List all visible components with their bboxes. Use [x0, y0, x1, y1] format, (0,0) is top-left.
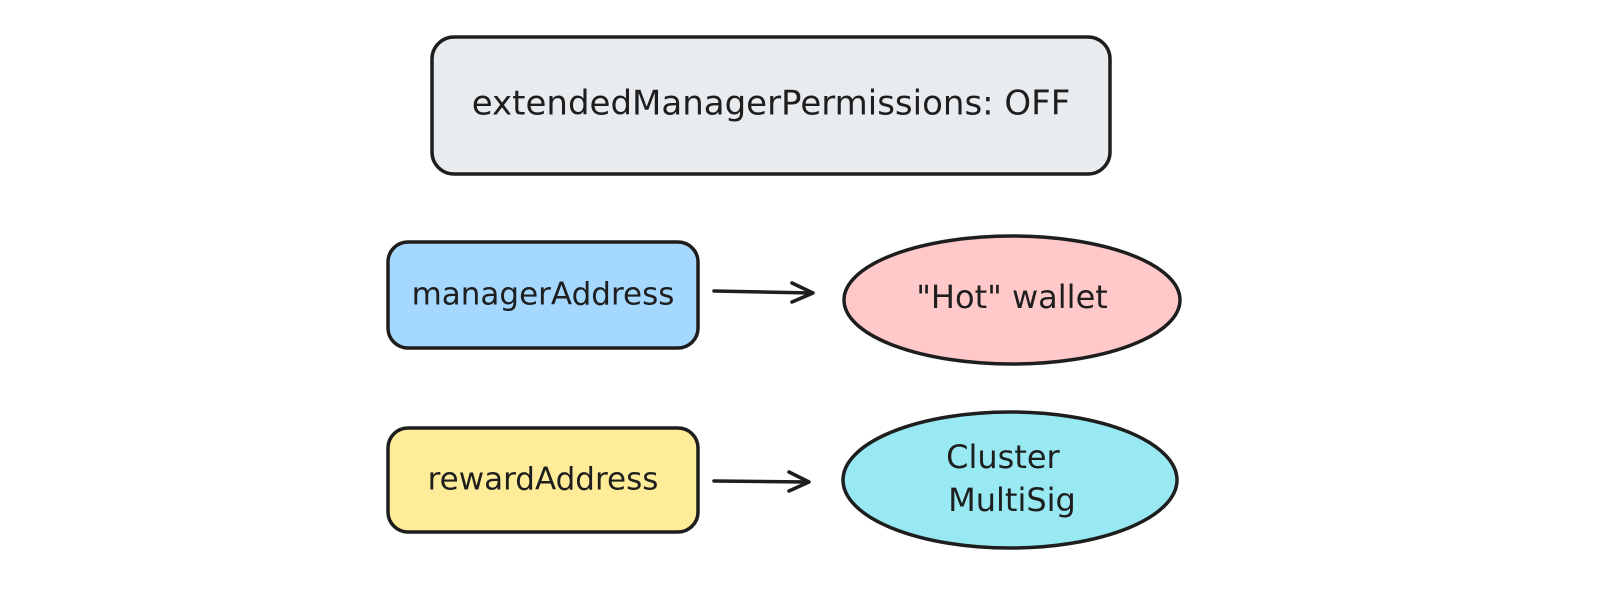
reward-arrow-line — [712, 479, 810, 484]
manager-address-box — [386, 240, 700, 350]
cluster-multisig-ellipse — [841, 410, 1179, 550]
reward-address-box — [386, 426, 700, 534]
manager-row: managerAddress "Hot" wallet — [386, 234, 1182, 366]
manager-arrow-head — [790, 281, 815, 304]
manager-address-label: managerAddress — [412, 277, 675, 313]
settings-box: extendedManagerPermissions: OFF — [430, 35, 1112, 176]
hot-wallet-label: "Hot" wallet — [916, 278, 1108, 316]
cluster-multisig-label-line-1: Cluster — [946, 438, 1060, 476]
settings-box-label: extendedManagerPermissions: OFF — [472, 84, 1071, 124]
cluster-multisig-label-line-2: MultiSig — [948, 481, 1076, 519]
reward-address-label: rewardAddress — [428, 462, 659, 498]
reward-arrow-head — [787, 470, 811, 493]
reward-row: rewardAddress Cluster MultiSig — [386, 410, 1179, 550]
settings-box-shape — [430, 35, 1112, 176]
cluster-multisig-label: Cluster MultiSig — [946, 438, 1076, 519]
manager-arrow-line — [712, 289, 814, 295]
manager-arrow — [712, 281, 815, 304]
reward-arrow — [712, 470, 811, 493]
hot-wallet-ellipse — [842, 234, 1182, 366]
hot-wallet-label-line: "Hot" wallet — [916, 278, 1108, 316]
